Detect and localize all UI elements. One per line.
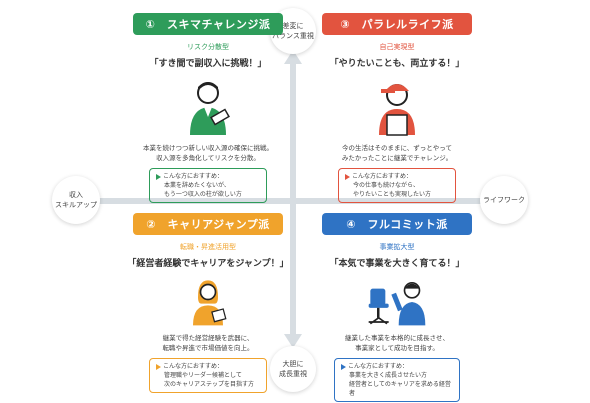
triangle-icon bbox=[156, 363, 161, 370]
triangle-icon bbox=[156, 173, 161, 180]
triangle-icon bbox=[345, 173, 350, 180]
quadrant-quote: 「本気で事業を大きく育てる！」 bbox=[329, 259, 465, 269]
triangle-icon bbox=[341, 363, 346, 370]
quadrant-title: ① スキマチャレンジ派 bbox=[133, 13, 283, 35]
quadrant-quote: 「すき間で副収入に挑戦！」 bbox=[149, 59, 267, 69]
quadrant-description: 継業した事業を本格的に成長させ、 事業家として成功を目指す。 bbox=[345, 334, 449, 352]
quadrant-type: 転職・昇進活用型 bbox=[180, 243, 236, 251]
quadrant-type: 事業拡大型 bbox=[379, 243, 415, 251]
quadrant-description: 今の生活はそのままに、ずっとやって みたかったことに継業でチャレンジ。 bbox=[341, 144, 453, 162]
recommendation-box: こんな方におすすめ： 管理職やリーダー候補として 次のキャリアステップを目指す方 bbox=[149, 358, 267, 393]
quadrant-title: ③ パラレルライフ派 bbox=[322, 13, 472, 35]
vertical-axis bbox=[290, 62, 296, 337]
woman-with-cap-icon bbox=[379, 84, 415, 136]
quadrant-description: 継業で得た経営経験を武器に、 転職や昇進で市場価値を向上。 bbox=[162, 334, 254, 352]
quadrant-type: 自己実現型 bbox=[379, 43, 415, 51]
arrow-down-icon bbox=[284, 334, 302, 348]
quadrant-quote: 「経営者経験でキャリアをジャンプ！」 bbox=[127, 259, 289, 269]
recommendation-box: こんな方におすすめ： 今の仕事も続けながら、 やりたいことも実現したい方 bbox=[338, 168, 456, 203]
recommendation-box: こんな方におすすめ： 本業を辞めたくないが、 もう一つ収入の柱が欲しい方 bbox=[149, 168, 267, 203]
axis-label-bottom: 大胆に 成長重視 bbox=[270, 346, 316, 392]
quadrant-type: リスク分散型 bbox=[187, 43, 229, 51]
businessman-icon bbox=[190, 82, 230, 135]
quadrant-career-jump: ② キャリアジャンプ派 転職・昇進活用型 「経営者経験でキャリアをジャンプ！」 … bbox=[127, 213, 289, 393]
quadrant-parallel-life: ③ パラレルライフ派 自己実現型 「やりたいことも、両立する！」 今の生活はその… bbox=[322, 13, 472, 203]
quadrant-quote: 「やりたいことも、両立する！」 bbox=[329, 59, 465, 69]
axis-label-top: 差変に バランス重視 bbox=[270, 8, 316, 54]
quadrant-description: 本業を続けつつ新しい収入源の確保に挑戦。 収入源を多角化してリスクを分散。 bbox=[143, 144, 273, 162]
recommendation-box: こんな方におすすめ： 事業を大きく成長させたい方 経営者としてのキャリアを求める… bbox=[334, 358, 460, 402]
office-chair-and-person-icon bbox=[368, 282, 426, 326]
businesswoman-icon bbox=[193, 280, 227, 326]
quadrant-title: ② キャリアジャンプ派 bbox=[133, 213, 283, 235]
quadrant-full-commit: ④ フルコミット派 事業拡大型 「本気で事業を大きく育てる！」 継業した事業を本… bbox=[322, 213, 472, 402]
axis-label-left: 収入 スキルアップ bbox=[52, 176, 100, 224]
axis-label-right: ライフワーク bbox=[480, 176, 528, 224]
quadrant-title: ④ フルコミット派 bbox=[322, 213, 472, 235]
quadrant-skima-challenge: ① スキマチャレンジ派 リスク分散型 「すき間で副収入に挑戦！」 本業を続けつつ… bbox=[133, 13, 283, 203]
